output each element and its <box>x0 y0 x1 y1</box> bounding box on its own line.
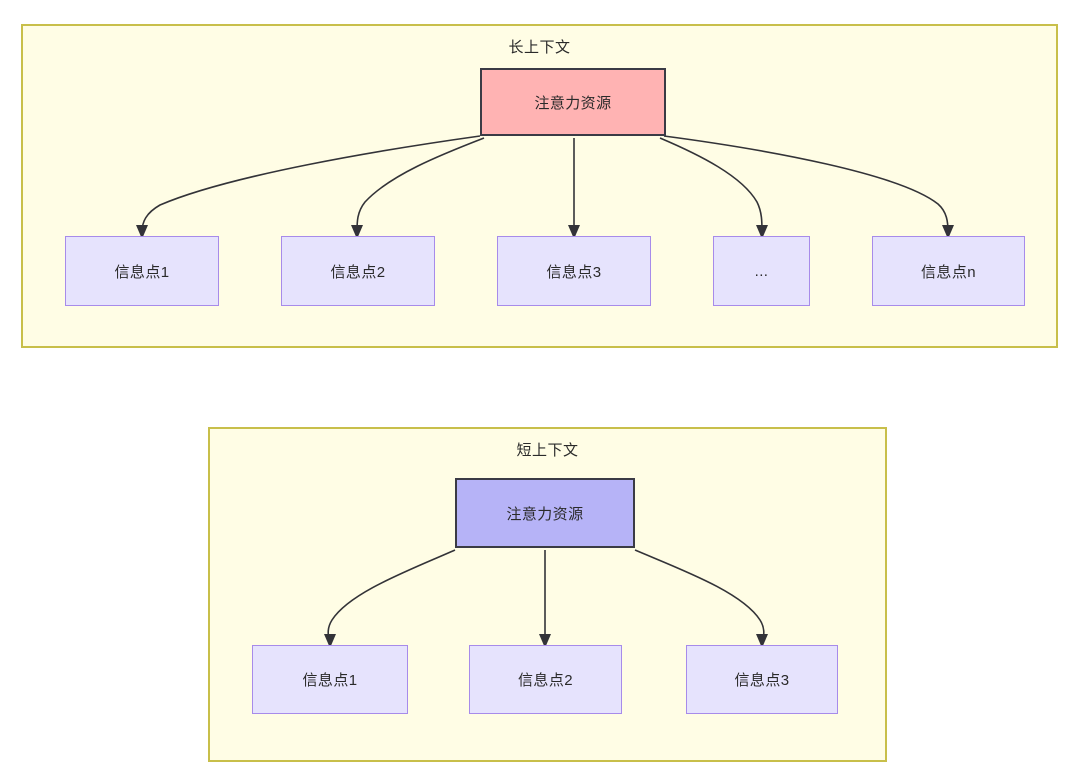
attention-resource-label-short: 注意力资源 <box>506 505 584 523</box>
info-node-short-1[interactable]: 信息点1 <box>252 645 408 714</box>
info-node-long-ellipsis[interactable]: ... <box>713 236 810 306</box>
info-node-label: 信息点3 <box>546 263 602 281</box>
info-node-label: 信息点3 <box>734 672 790 689</box>
info-node-long-3[interactable]: 信息点3 <box>497 236 651 306</box>
info-node-label: 信息点1 <box>114 263 170 281</box>
info-node-label: 信息点1 <box>302 672 358 689</box>
info-node-label: ... <box>754 262 769 280</box>
info-node-label: 信息点2 <box>330 263 386 281</box>
panel-long-context-title: 长上下文 <box>508 39 571 56</box>
info-node-label: 信息点n <box>921 263 976 281</box>
panel-short-context-title: 短上下文 <box>516 442 579 459</box>
info-node-short-3[interactable]: 信息点3 <box>686 645 838 714</box>
info-node-short-2[interactable]: 信息点2 <box>469 645 622 714</box>
attention-resource-label-long: 注意力资源 <box>534 94 612 112</box>
info-node-label: 信息点2 <box>518 672 573 689</box>
info-node-long-1[interactable]: 信息点1 <box>65 236 219 306</box>
info-node-long-n[interactable]: 信息点n <box>872 236 1025 306</box>
attention-resource-node-long[interactable]: 注意力资源 <box>480 68 666 136</box>
attention-resource-node-short[interactable]: 注意力资源 <box>455 478 635 548</box>
info-node-long-2[interactable]: 信息点2 <box>281 236 435 306</box>
